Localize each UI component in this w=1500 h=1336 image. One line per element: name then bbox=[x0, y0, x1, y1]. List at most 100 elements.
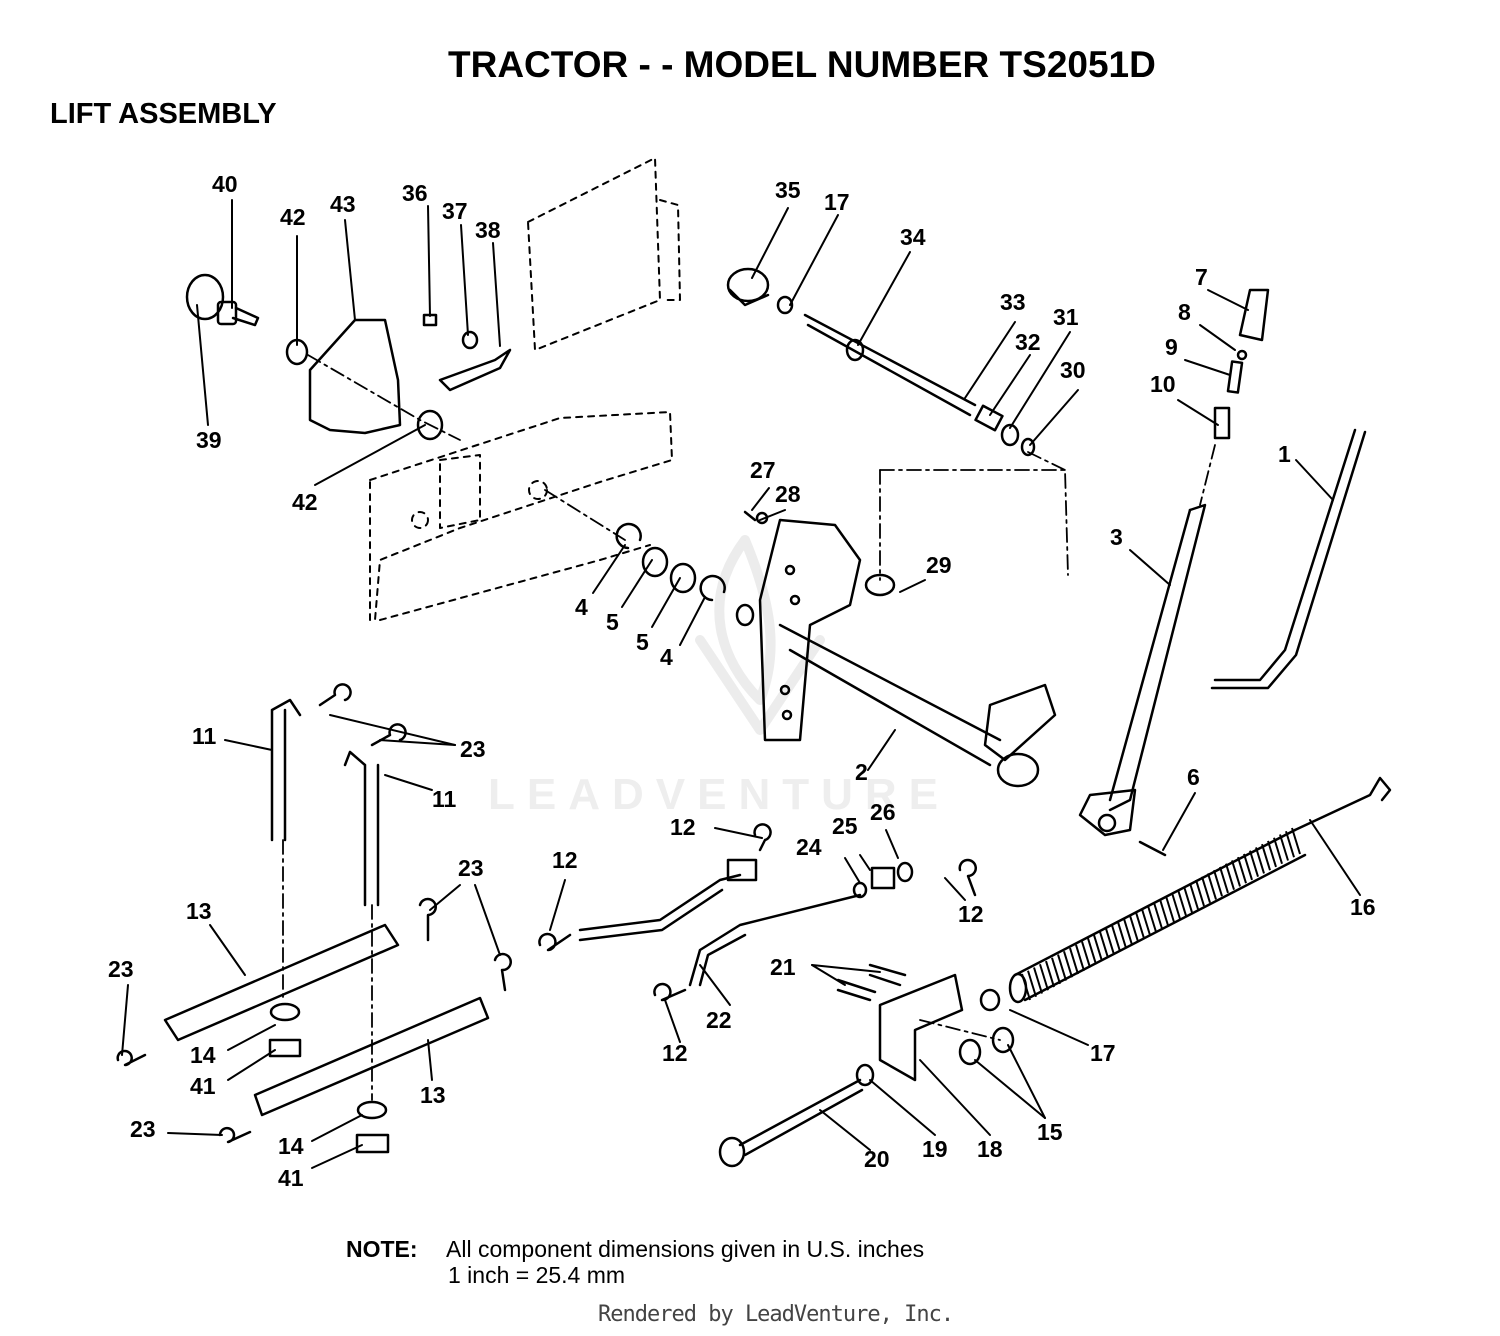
callout-32: 32 bbox=[1015, 329, 1041, 355]
part-3-lever bbox=[1078, 503, 1207, 837]
part-40-bolt bbox=[216, 300, 260, 327]
callout-42: 42 bbox=[280, 204, 306, 230]
part-42-washer bbox=[285, 338, 309, 366]
note-line1: All component dimensions given in U.S. i… bbox=[446, 1236, 925, 1262]
callout-22: 22 bbox=[706, 1007, 732, 1033]
callout-29: 29 bbox=[926, 552, 952, 578]
part-34-rod bbox=[803, 313, 977, 417]
callout-41: 41 bbox=[190, 1073, 216, 1099]
part-29-pin bbox=[864, 573, 896, 597]
spring-coil bbox=[1279, 834, 1289, 861]
callout-12: 12 bbox=[552, 847, 578, 873]
spring-coil bbox=[1027, 970, 1037, 998]
callout-41: 41 bbox=[278, 1165, 304, 1191]
spring-coil bbox=[1129, 915, 1139, 942]
part-39-ring bbox=[185, 273, 225, 321]
callout-36: 36 bbox=[402, 180, 428, 206]
spring-coil bbox=[1051, 957, 1061, 985]
part-27-clip bbox=[743, 510, 757, 522]
callout-39: 39 bbox=[196, 427, 222, 453]
part-26-nut bbox=[896, 861, 914, 883]
part-37-washer bbox=[461, 330, 479, 350]
spring-coil bbox=[1213, 869, 1223, 897]
part-14-washer bbox=[356, 1100, 388, 1120]
spring-coil bbox=[1081, 941, 1091, 968]
spring-coil bbox=[1285, 830, 1295, 858]
callout-2: 2 bbox=[855, 759, 868, 785]
callout-4: 4 bbox=[660, 644, 673, 670]
part-41-nut bbox=[268, 1038, 302, 1058]
watermark-logo bbox=[695, 535, 825, 735]
callout-11: 11 bbox=[432, 786, 457, 812]
callout-12: 12 bbox=[662, 1040, 688, 1066]
callout-16: 16 bbox=[1350, 894, 1376, 920]
callout-18: 18 bbox=[977, 1136, 1003, 1162]
callout-13: 13 bbox=[186, 898, 212, 924]
part-23-clip bbox=[116, 1049, 147, 1067]
spring-coil bbox=[1195, 879, 1205, 907]
part-23-clip bbox=[418, 897, 437, 942]
spring-coil bbox=[1201, 876, 1211, 903]
part-35-knob bbox=[726, 267, 770, 307]
spring-coil bbox=[1219, 866, 1229, 894]
callout-37: 37 bbox=[442, 198, 468, 224]
part-21-bolt bbox=[868, 963, 907, 987]
part-18-bracket bbox=[878, 973, 964, 1082]
part-21-bolt bbox=[836, 978, 877, 1002]
part-22-rod bbox=[688, 893, 862, 987]
callout-23: 23 bbox=[108, 956, 134, 982]
section-title: LIFT ASSEMBLY bbox=[50, 98, 277, 130]
spring-coil bbox=[1165, 895, 1175, 923]
part-23-clip bbox=[218, 1126, 252, 1144]
spring-coil bbox=[1255, 847, 1265, 874]
callout-25: 25 bbox=[832, 813, 858, 839]
part-6-bolt bbox=[1138, 840, 1167, 857]
part-12-clip bbox=[958, 858, 977, 897]
callout-38: 38 bbox=[475, 217, 501, 243]
spring-coil bbox=[1225, 863, 1235, 890]
spring-coil bbox=[1117, 921, 1127, 949]
spring-coil bbox=[1033, 967, 1043, 994]
part-1-rod bbox=[1210, 428, 1367, 690]
spring-coil bbox=[1189, 882, 1199, 910]
callout-14: 14 bbox=[278, 1133, 304, 1159]
callout-35: 35 bbox=[775, 177, 801, 203]
callout-1: 1 bbox=[1278, 441, 1291, 467]
part-10-spring bbox=[1213, 406, 1231, 440]
note-line2: 1 inch = 25.4 mm bbox=[448, 1262, 626, 1288]
part-9-pin bbox=[1226, 360, 1244, 394]
spring-coil bbox=[1153, 902, 1163, 929]
part-16-coils bbox=[1021, 827, 1301, 1001]
callout-20: 20 bbox=[864, 1146, 890, 1172]
part-22-rod bbox=[578, 873, 742, 942]
callout-7: 7 bbox=[1195, 264, 1208, 290]
spring-coil bbox=[1159, 899, 1169, 926]
part-15-nut bbox=[991, 1026, 1015, 1054]
part-43-cover bbox=[308, 318, 402, 435]
part-11-bolt bbox=[270, 698, 302, 842]
callout-15: 15 bbox=[1037, 1119, 1063, 1145]
part-8-pin bbox=[1236, 349, 1248, 361]
spring-coil bbox=[1135, 912, 1145, 939]
callout-12: 12 bbox=[958, 901, 984, 927]
spring-coil bbox=[1171, 892, 1181, 920]
part-12-clip bbox=[538, 932, 572, 952]
callout-14: 14 bbox=[190, 1042, 216, 1068]
callout-10: 10 bbox=[1150, 371, 1176, 397]
footer-credit: Rendered by LeadVenture, Inc. bbox=[598, 1302, 954, 1327]
part-2-lift-shaft bbox=[735, 518, 1057, 788]
part-13-lift-link bbox=[253, 996, 490, 1117]
spring-coil bbox=[1231, 860, 1241, 887]
page-title: TRACTOR - - MODEL NUMBER TS2051D bbox=[448, 44, 1156, 85]
part-20-bolt bbox=[718, 1078, 864, 1168]
callout-33: 33 bbox=[1000, 289, 1026, 315]
part-24-nut bbox=[852, 881, 868, 899]
frame-rail-dashed bbox=[369, 411, 673, 621]
callout-23: 23 bbox=[458, 855, 484, 881]
callout-26: 26 bbox=[870, 799, 896, 825]
spring-coil bbox=[1075, 944, 1085, 972]
note-label: NOTE: bbox=[346, 1236, 418, 1262]
spring-coil bbox=[1045, 960, 1055, 988]
